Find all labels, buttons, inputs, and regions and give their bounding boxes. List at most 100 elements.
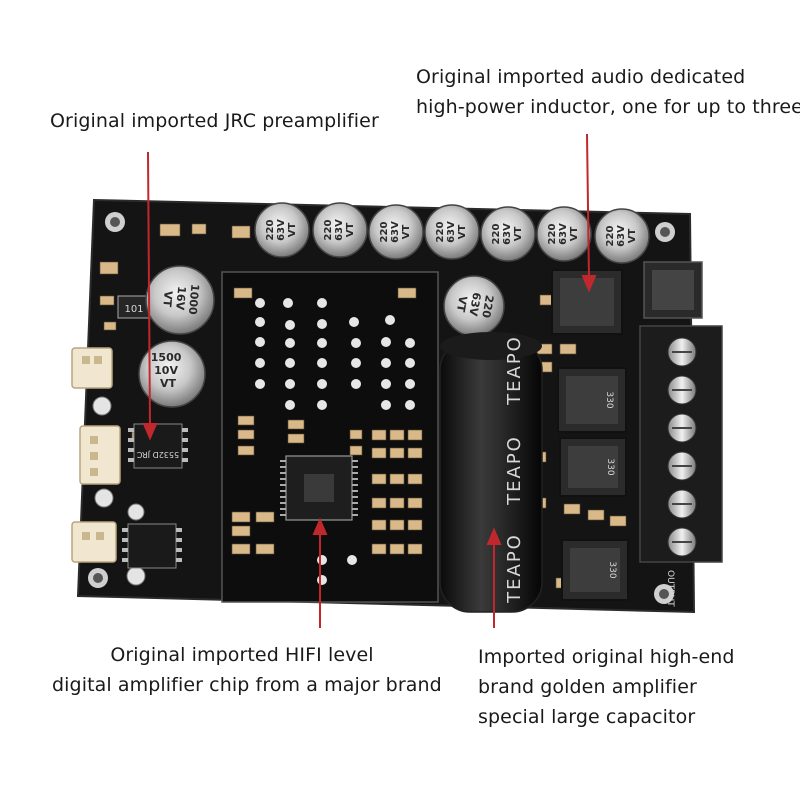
resistor-101: 101 <box>117 295 151 319</box>
capacitor-220uf-label-part: VT <box>513 227 524 242</box>
svg-text:1000 16V VT: 1000 16V VT <box>160 281 202 319</box>
capacitor-220uf: 22063VVT <box>480 206 536 262</box>
cap-1000-value: 1000 <box>186 283 202 315</box>
capacitor-top <box>254 202 310 258</box>
callout-chip-line-1: Original imported HIFI level <box>110 644 374 666</box>
inductor-label: 330 <box>605 458 615 475</box>
inductor-label: 330 <box>607 561 617 578</box>
callout-inductor-line-2: high-power inductor, one for up to three <box>416 96 800 118</box>
capacitor-top <box>368 204 424 260</box>
capacitor-220uf-label-part: 220 <box>265 220 276 241</box>
capacitor-220uf-label: 22063VVT <box>605 225 638 247</box>
large-teapo-capacitor: TEAPO TEAPO TEAPO <box>439 332 543 613</box>
capacitor-220uf-label-part: VT <box>345 223 356 238</box>
capacitor-top <box>536 206 592 262</box>
svg-text:1500 10V VT: 1500 10V VT <box>151 351 185 390</box>
jst-connectors <box>71 347 121 563</box>
via-grid <box>255 298 415 585</box>
inductors: 330 330 330 <box>551 269 629 601</box>
svg-text:220 63V VT: 220 63V VT <box>453 289 496 323</box>
capacitor-220uf-label: 22063VVT <box>379 221 412 243</box>
capacitor-220uf-label: 22063VVT <box>491 223 524 245</box>
callout-preamp-line-1: Original imported JRC preamplifier <box>50 110 379 132</box>
big-cap-brand-3: TEAPO <box>504 533 525 604</box>
capacitor-220uf-label-part: 63V <box>390 221 401 243</box>
mid-cap-voltage: 63V <box>466 291 483 317</box>
callout-capacitor: Imported original high-end brand golden … <box>478 642 735 732</box>
mounting-holes <box>88 212 675 604</box>
capacitor-220uf-label: 22063VVT <box>435 221 468 243</box>
capacitor-220uf-mid: 220 63V VT <box>443 275 505 337</box>
mid-cap-mark: VT <box>454 295 470 314</box>
callout-arrow-inductor <box>581 275 597 293</box>
resistor-label: 101 <box>124 304 143 315</box>
capacitor-220uf-label-part: 220 <box>605 226 616 247</box>
capacitor-220uf-label-part: 220 <box>491 224 502 245</box>
capacitor-220uf-label-part: 220 <box>547 224 558 245</box>
cap-1000-mark: VT <box>160 290 174 308</box>
capacitor-220uf: 22063VVT <box>536 206 592 262</box>
callout-line-inductor <box>586 133 590 281</box>
opamp-label: 5532D JRC <box>137 450 180 459</box>
cap-1500-value: 1500 <box>151 351 182 364</box>
small-round-caps <box>92 396 146 586</box>
capacitor-top <box>312 202 368 258</box>
capacitor-220uf-label: 22063VVT <box>265 219 298 241</box>
big-cap-brand-1: TEAPO <box>504 435 525 506</box>
capacitor-220uf: 22063VVT <box>254 202 310 258</box>
capacitor-220uf-label-part: 63V <box>558 223 569 245</box>
cap-1500-voltage: 10V <box>154 364 178 377</box>
callout-arrow-preamp <box>142 423 158 441</box>
capacitor-220uf-label-part: 220 <box>379 222 390 243</box>
capacitor-220uf-label-part: 63V <box>502 223 513 245</box>
callout-chip: Original imported HIFI level digital amp… <box>52 640 442 700</box>
inductor-label: 330 <box>604 391 614 408</box>
callout-chip-line-2: digital amplifier chip from a major bran… <box>52 674 442 696</box>
dc-jack <box>643 261 703 319</box>
capacitor-220uf-label-part: 63V <box>446 221 457 243</box>
callout-preamp: Original imported JRC preamplifier <box>50 106 379 136</box>
capacitor-220uf-label-part: VT <box>401 225 412 240</box>
capacitor-220uf-label-part: 63V <box>276 219 287 241</box>
output-label: OUTPUT <box>665 570 675 607</box>
screw-terminal-block: OUTPUT <box>639 325 723 607</box>
capacitor-220uf-label-part: 63V <box>616 225 627 247</box>
inductor: 330 <box>561 539 629 601</box>
inductor: 330 <box>557 367 627 433</box>
capacitor-220uf-label-part: 220 <box>435 222 446 243</box>
capacitor-220uf-label-part: 220 <box>323 220 334 241</box>
capacitor-220uf-label-part: VT <box>457 225 468 240</box>
callout-line-preamp <box>147 151 151 429</box>
callout-arrow-chip <box>312 517 328 535</box>
mid-cap-value: 220 <box>479 294 496 319</box>
capacitor-220uf-label: 22063VVT <box>323 219 356 241</box>
cap-1000-voltage: 16V <box>173 286 188 311</box>
capacitor-220uf-label-part: VT <box>287 223 298 238</box>
big-cap-brand-2: TEAPO <box>504 335 525 406</box>
capacitor-1500uf: 1500 10V VT <box>138 340 206 408</box>
cap-1500-mark: VT <box>160 377 177 390</box>
capacitor-220uf-label: 22063VVT <box>547 223 580 245</box>
callout-capacitor-line-1: Imported original high-end <box>478 646 735 668</box>
jrc-opamp-upper: 5532D JRC <box>128 423 188 469</box>
jrc-opamp-lower <box>122 523 182 569</box>
capacitor-220uf-label-part: VT <box>569 227 580 242</box>
inductor <box>551 269 623 335</box>
pcb-amp-zone <box>221 271 439 603</box>
capacitor-top <box>594 208 650 264</box>
callout-inductor-line-1: Original imported audio dedicated <box>416 66 746 88</box>
capacitor-top <box>424 204 480 260</box>
capacitor-220uf: 22063VVT <box>424 204 480 260</box>
callout-arrow-capacitor <box>486 527 502 545</box>
capacitor-220uf: 22063VVT <box>312 202 368 258</box>
capacitor-top <box>480 206 536 262</box>
callout-capacitor-line-3: special large capacitor <box>478 706 696 728</box>
inductor: 330 <box>559 437 627 497</box>
capacitor-220uf-label-part: VT <box>627 229 638 244</box>
digital-amplifier-chip <box>280 455 358 521</box>
capacitor-220uf-label-part: 63V <box>334 219 345 241</box>
callout-inductor: Original imported audio dedicated high-p… <box>416 62 800 122</box>
